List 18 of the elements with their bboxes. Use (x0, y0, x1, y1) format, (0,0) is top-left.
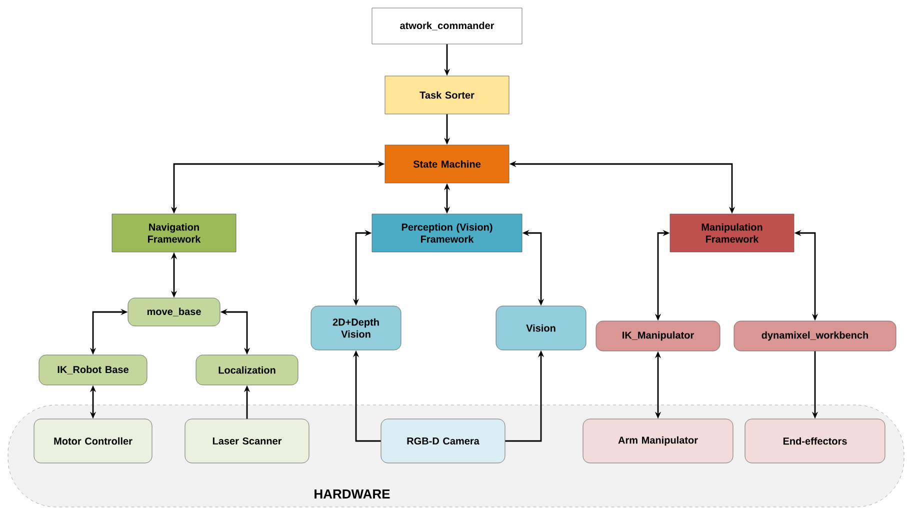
module-box: move_base (128, 298, 220, 326)
process-box: State Machine (384, 144, 510, 184)
hardware-box: RGB-D Camera (380, 418, 506, 464)
module-box: IK_Robot Base (38, 354, 148, 386)
module-box: Vision (496, 306, 586, 350)
hardware-box: End-effectors (744, 418, 886, 464)
module-box: Localization (196, 354, 298, 386)
framework-box: Perception (Vision) Framework (372, 214, 522, 252)
process-box: atwork_commander (372, 8, 522, 44)
module-box: IK_Manipulator (596, 320, 720, 352)
hardware-box: Motor Controller (34, 418, 152, 464)
framework-box: Manipulation Framework (670, 214, 794, 252)
hardware-box: Arm Manipulator (582, 418, 734, 464)
module-box: dynamixel_workbench (734, 320, 896, 352)
hardware-box: Laser Scanner (184, 418, 310, 464)
module-box: 2D+Depth Vision (310, 306, 402, 350)
framework-box: Navigation Framework (112, 214, 236, 252)
process-box: Task Sorter (384, 76, 510, 114)
